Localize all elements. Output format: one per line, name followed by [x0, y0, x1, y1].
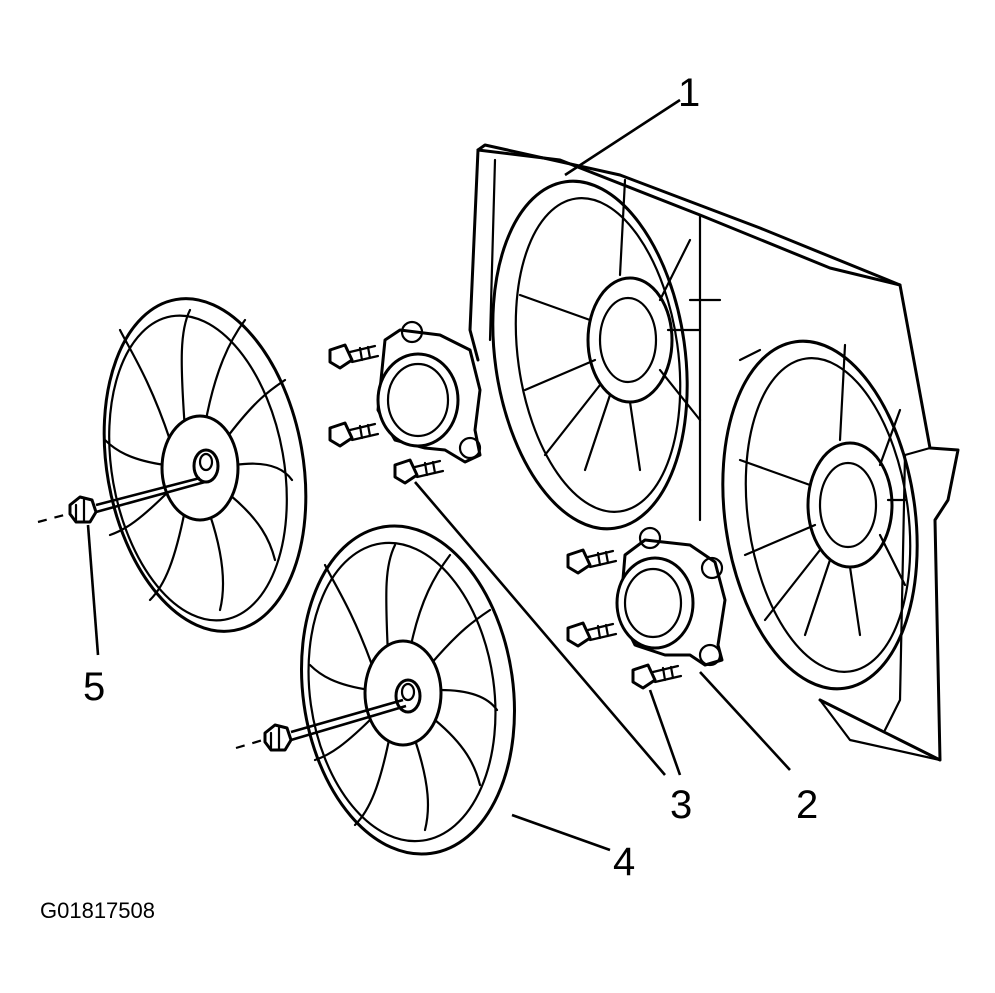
leader-line-3b: [648, 689, 682, 776]
fan-blade-upper: [102, 297, 308, 633]
bolt: [566, 548, 618, 575]
nut-upper: [68, 495, 98, 524]
callout-3: 3: [670, 783, 692, 827]
leader-line-5: [86, 524, 100, 656]
callout-4: 4: [613, 840, 635, 884]
bolt: [328, 421, 380, 448]
fan-blade-lower: [300, 524, 516, 856]
bolt: [328, 343, 380, 370]
leader-line-2: [699, 671, 791, 771]
bolt: [393, 458, 445, 485]
figure-id: G01817508: [40, 898, 155, 923]
callout-2: 2: [796, 783, 818, 827]
bolt-group: [328, 343, 683, 690]
assembly-guide-lower: [235, 738, 264, 750]
leader-line-1: [564, 98, 681, 177]
leader-line-4: [511, 813, 611, 852]
bolt: [566, 621, 618, 648]
assembly-line-upper: [95, 476, 206, 514]
bolt: [631, 663, 683, 690]
fan-motor-lower: [615, 526, 727, 667]
assembly-guide-upper: [37, 512, 69, 524]
assembly-line-lower: [290, 698, 407, 742]
leader-line-3a: [414, 481, 666, 776]
nut-lower: [263, 723, 293, 752]
callout-1: 1: [678, 71, 700, 115]
callout-5: 5: [83, 665, 105, 709]
fan-shroud: [468, 143, 960, 762]
fan-motor-upper: [376, 320, 482, 464]
